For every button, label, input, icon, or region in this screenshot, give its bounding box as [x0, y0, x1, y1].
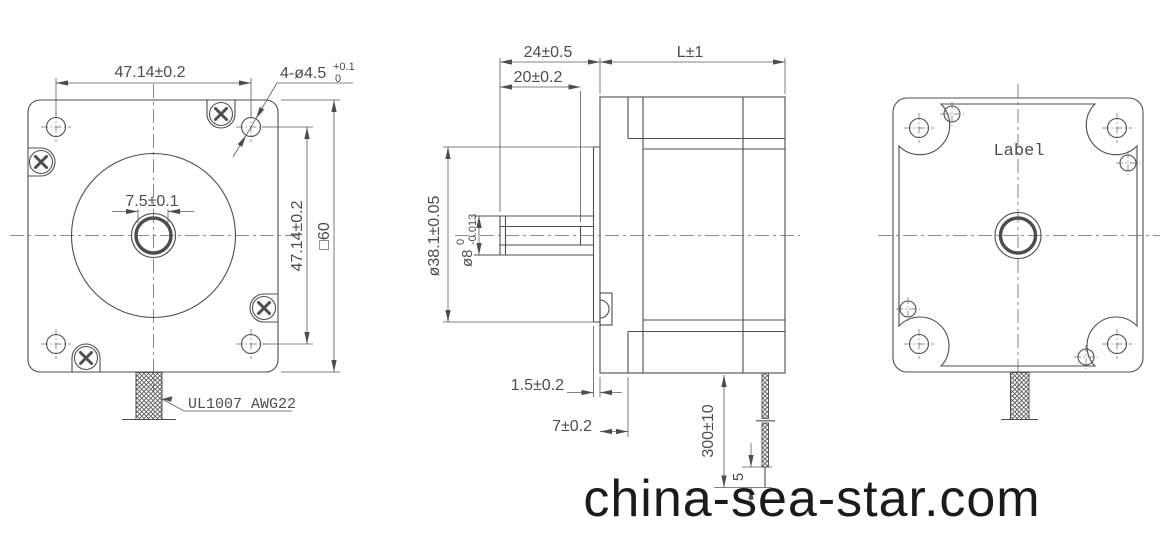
- dim-hole-pitch-horizontal: 47.14±0.2: [114, 64, 185, 81]
- lead-wire-leader-arrow: [162, 396, 173, 402]
- front-frame-outline: [27, 99, 279, 373]
- lead-wire-label: UL1007 AWG22: [188, 396, 296, 413]
- rear-lead-wire: [1010, 372, 1030, 420]
- dim-body-length: L±1: [677, 44, 704, 61]
- mount-holes-tol-lower: 0: [335, 73, 341, 85]
- dim-frame-size: □60: [316, 222, 333, 250]
- dim-shaft-diameter: ø8: [459, 249, 476, 267]
- side-view: 24±0.5 20±0.2 L±1 ø38.1±0.05 ø8 0 -0.013…: [426, 44, 800, 511]
- dim-shaft-diameter-tol-upper: 0: [455, 239, 467, 245]
- rear-nameplate-label: Label: [993, 142, 1044, 161]
- dim-pilot-height: 1.5±0.2: [511, 377, 564, 394]
- dim-lead-length: 300±10: [700, 404, 717, 457]
- dim-shaft-flat-length: 20±0.2: [514, 69, 563, 86]
- front-cover-screws: [28, 100, 278, 372]
- rear-endbell-contour: [898, 103, 1138, 367]
- watermark-text: china-sea-star.com: [583, 470, 1040, 528]
- rear-shaft-circle: [998, 216, 1038, 255]
- dim-pilot-diameter: ø38.1±0.05: [426, 195, 443, 276]
- rear-shaft-boss-circle: [994, 211, 1042, 260]
- dim-front-endbell: 7±0.2: [552, 418, 592, 435]
- dim-shaft-flat-width: 7.5±0.1: [125, 193, 178, 210]
- side-pilot-boss: [592, 146, 600, 323]
- dim-lead-tip: 5: [730, 473, 747, 481]
- front-shaft-boss-circle: [130, 212, 177, 259]
- side-body-outline: [599, 96, 786, 374]
- front-pilot-circle: [70, 152, 237, 319]
- mount-holes-callout: 4-ø4.5: [280, 65, 326, 82]
- front-view: UL1007 AWG22 47.14±0.2 4-ø4.5 +0.1 0 7.5…: [10, 61, 355, 421]
- rear-mounting-holes: [904, 113, 1132, 359]
- dim-hole-pitch-vertical: 47.14±0.2: [289, 200, 306, 271]
- lead-wire-leader: [161, 398, 292, 412]
- mount-holes-tol-upper: +0.1: [333, 61, 355, 73]
- rear-view: Label: [878, 84, 1160, 421]
- dim-shaft-length: 24±0.5: [524, 44, 573, 61]
- side-shaft: [474, 215, 594, 256]
- dim-shaft-diameter-tol-lower: -0.013: [467, 214, 479, 245]
- rear-cover-screws: [896, 102, 1140, 369]
- side-wire-grommet: [599, 292, 613, 326]
- front-shaft-circle: [134, 216, 173, 255]
- front-lead-wire: [135, 372, 163, 420]
